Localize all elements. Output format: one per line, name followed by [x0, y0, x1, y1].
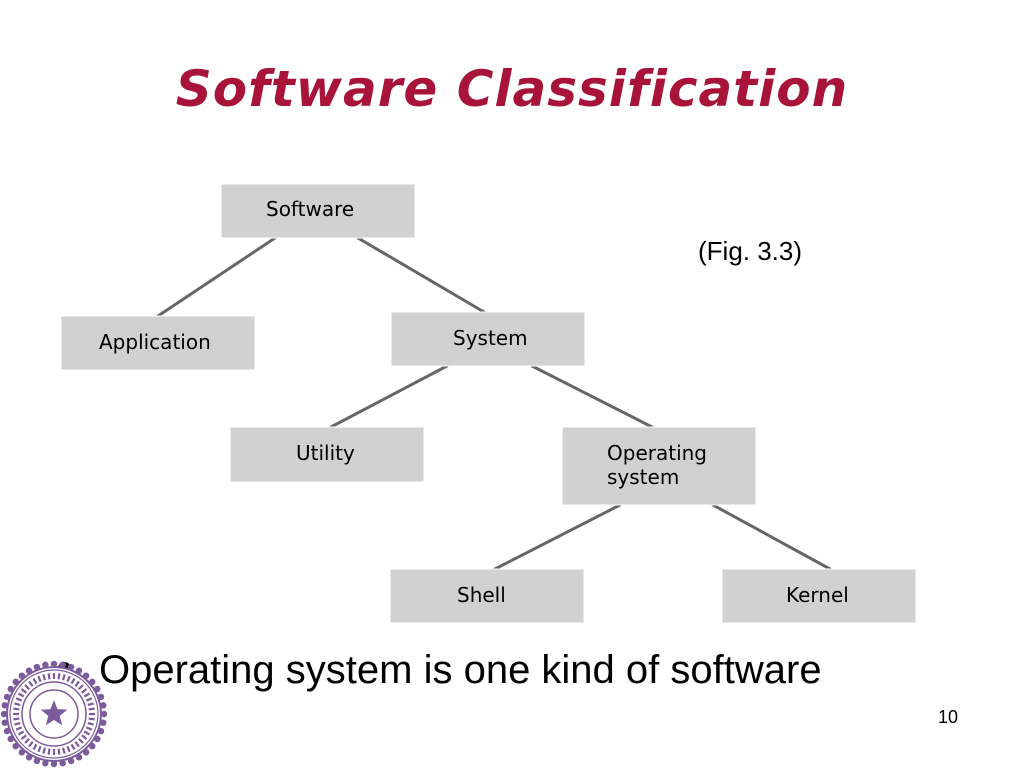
node-utility: Utility: [229, 426, 425, 483]
node-system: System: [390, 311, 586, 367]
bullet-text: Operating system is one kind of software: [99, 648, 822, 692]
figure-caption: (Fig. 3.3): [698, 236, 803, 266]
node-box-kernel: [721, 568, 917, 624]
university-seal-icon: [0, 660, 108, 768]
edge-software-to-application: [156, 236, 277, 318]
edge-system-to-utility: [329, 364, 449, 429]
node-label-kernel: Kernel: [786, 583, 849, 607]
node-shell: Shell: [389, 568, 585, 624]
node-label-operating-system-line-2: system: [607, 465, 679, 489]
edge-software-to-system: [356, 236, 486, 314]
page-number: 10: [938, 707, 959, 727]
node-box-shell: [389, 568, 585, 624]
slide-title: Software Classification: [175, 60, 849, 118]
node-box-software: [220, 183, 416, 239]
node-label-utility: Utility: [296, 441, 355, 465]
tree-edges: [156, 236, 832, 571]
bullet-item: Operating system is one kind of software: [58, 648, 822, 693]
node-box-utility: [229, 426, 425, 483]
node-box-application: [60, 315, 256, 371]
edge-operating-system-to-shell: [493, 503, 622, 571]
node-label-system: System: [453, 326, 528, 350]
edge-operating-system-to-kernel: [711, 503, 832, 571]
node-software: Software: [220, 183, 416, 239]
node-label-operating-system-line-1: Operating: [607, 441, 707, 465]
node-label-software: Software: [266, 197, 354, 221]
edge-system-to-operating-system: [530, 364, 654, 429]
node-box-operating-system: [561, 426, 757, 506]
node-label-shell: Shell: [457, 583, 506, 607]
node-label-application: Application: [99, 330, 211, 354]
node-application: Application: [60, 315, 256, 371]
node-kernel: Kernel: [721, 568, 917, 624]
node-box-system: [390, 311, 586, 367]
